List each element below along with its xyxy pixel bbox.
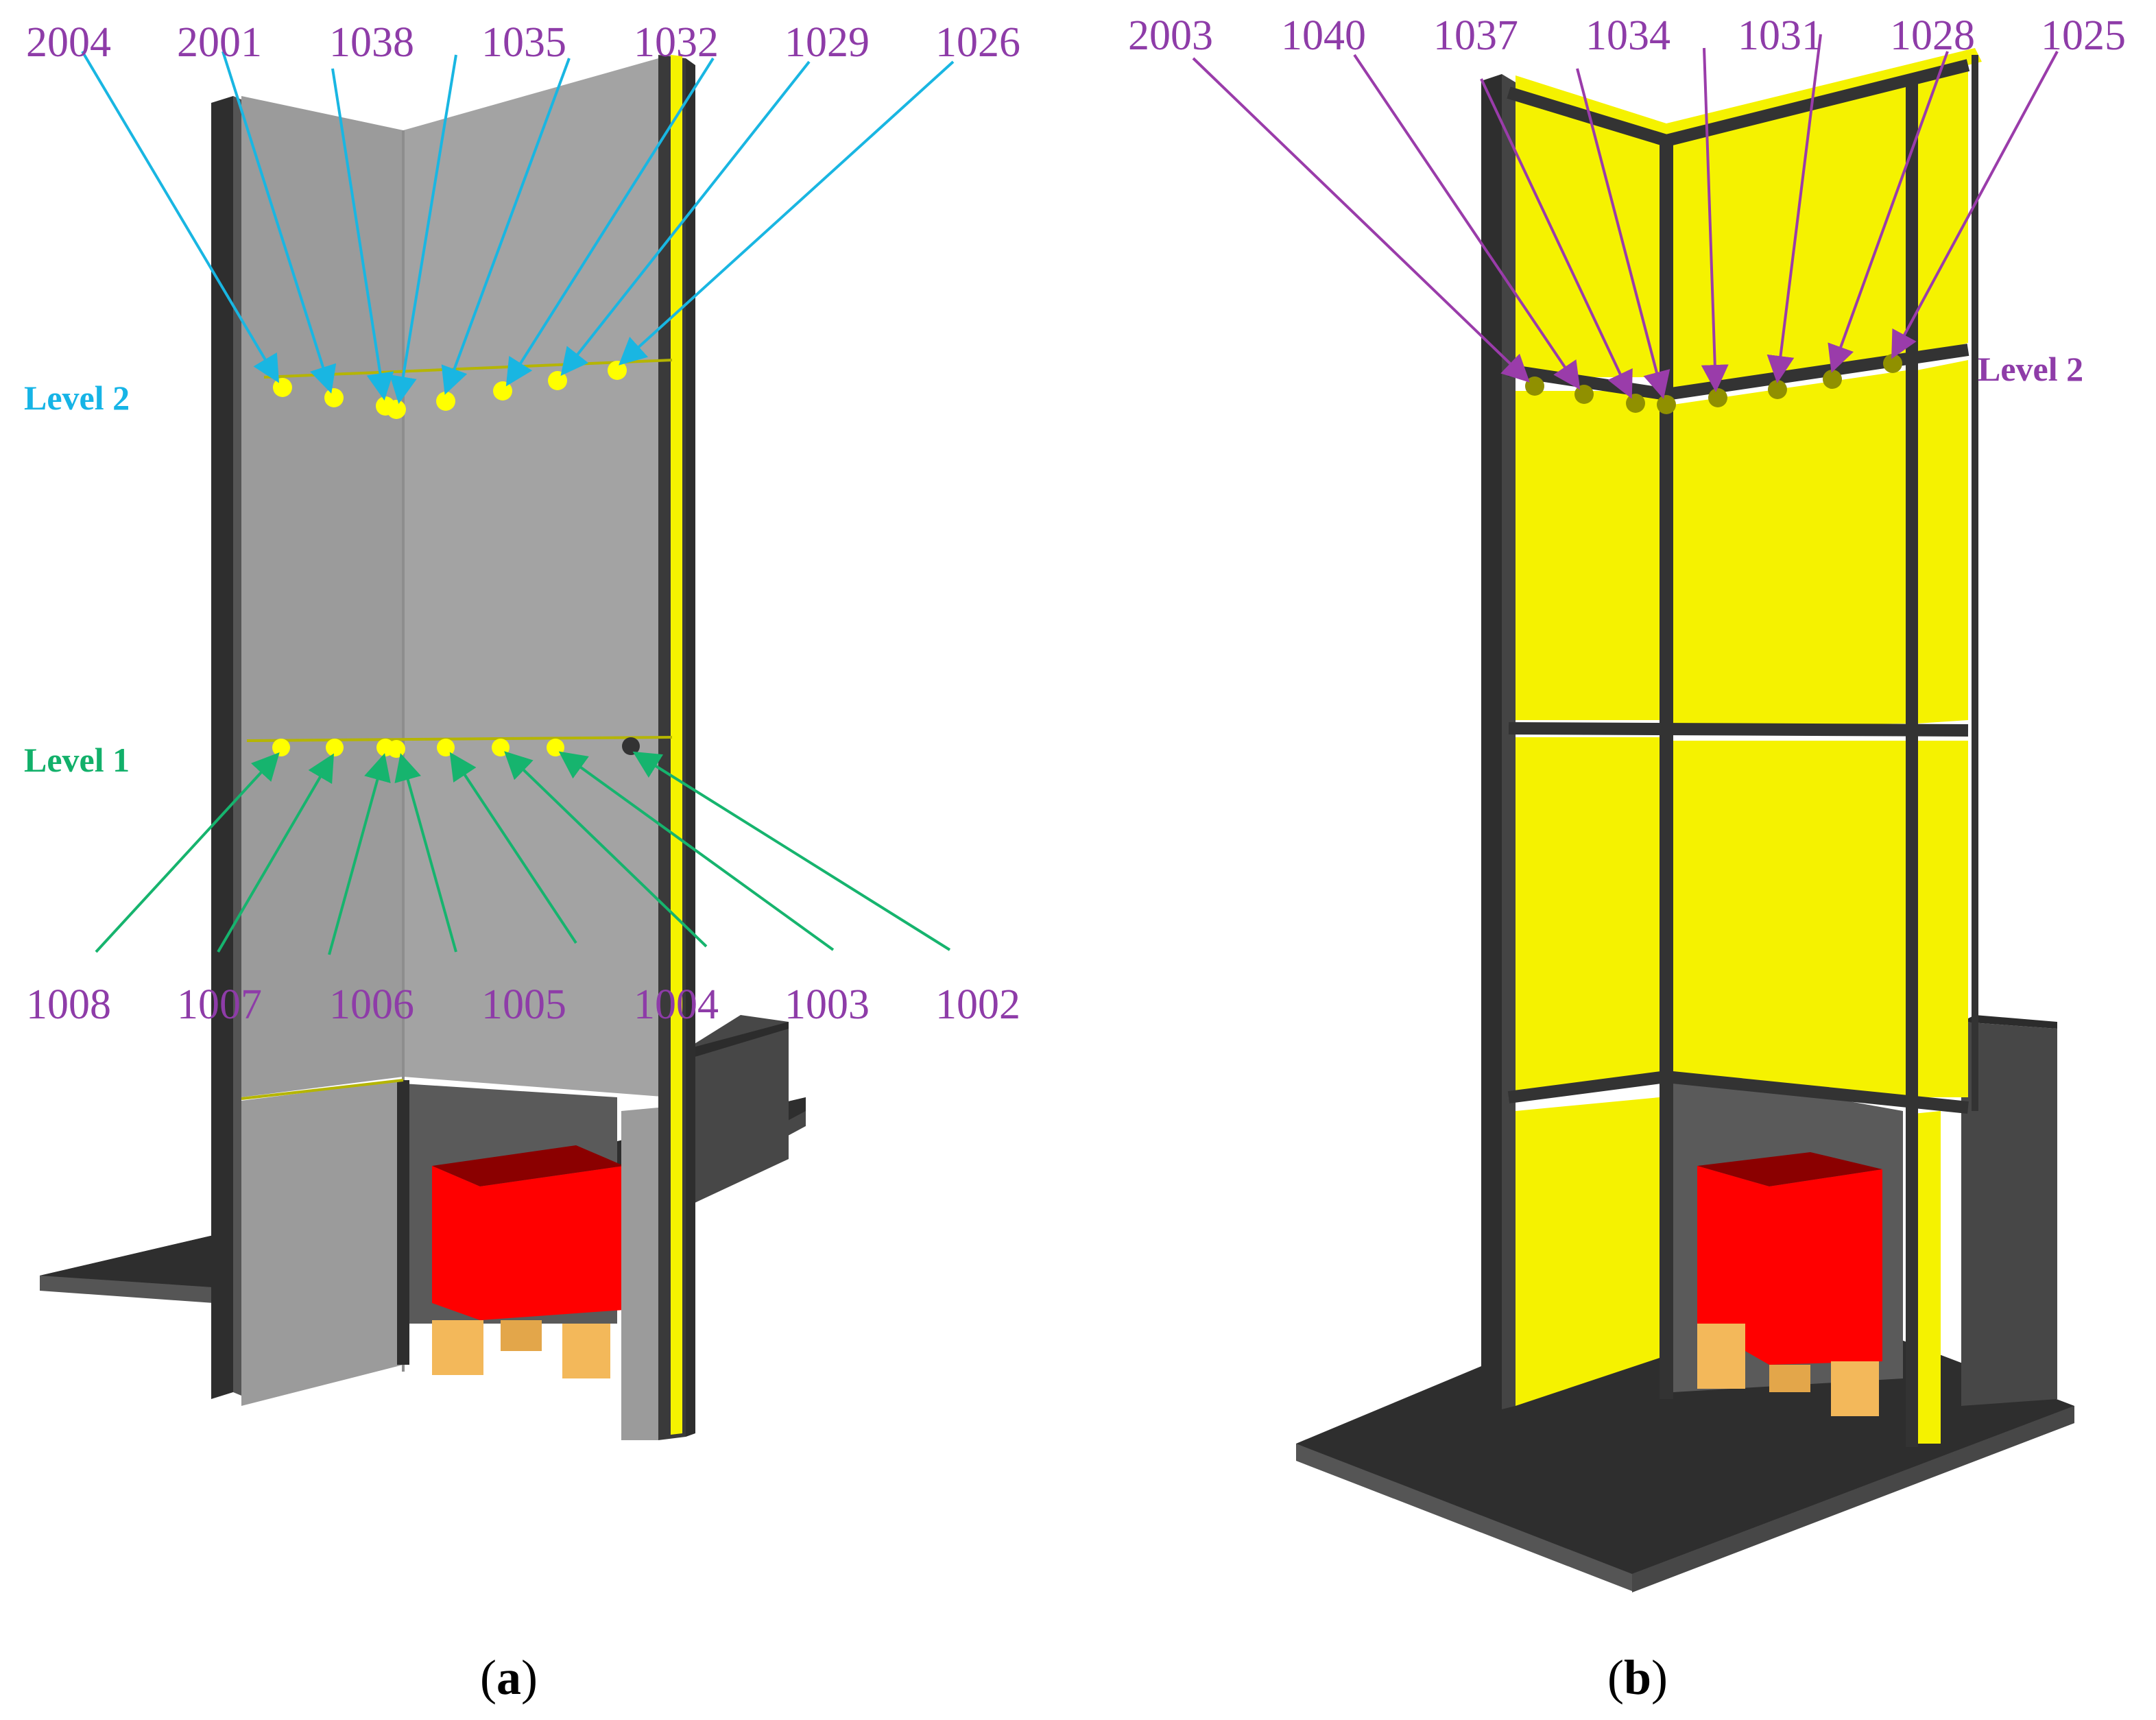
fire-source-a	[432, 1145, 624, 1378]
label-1035: 1035	[481, 19, 566, 66]
label-1026: 1026	[935, 19, 1020, 66]
label-1005: 1005	[481, 981, 566, 1028]
wall-right-a	[403, 55, 671, 1097]
label-1004: 1004	[634, 981, 719, 1028]
label-1028: 1028	[1890, 12, 1975, 59]
caption-letter-a: a	[496, 1650, 521, 1705]
label-1008: 1008	[26, 981, 111, 1028]
level2-label-a: Level 2	[24, 379, 130, 417]
label-1034: 1034	[1585, 12, 1670, 59]
label-1025: 1025	[2041, 12, 2126, 59]
wall-right-b	[1673, 60, 1968, 1444]
label-2004: 2004	[26, 19, 111, 66]
enclosure-b	[1961, 1015, 2057, 1406]
wall-lower-right-a	[621, 1108, 658, 1440]
bottom-labels-a: 1008 1007 1006 1005 1004 1003 1002	[26, 981, 1020, 1028]
level2-label-b: Level 2	[1978, 350, 2083, 388]
label-2003: 2003	[1128, 12, 1213, 59]
caption-b: (b)	[1607, 1650, 1668, 1705]
label-1032: 1032	[634, 19, 719, 66]
label-1037: 1037	[1433, 12, 1518, 59]
level2-arrows-b	[1192, 34, 2059, 399]
left-column-a	[211, 96, 241, 1399]
panel-b: 2003 1040 1037 1034 1031 1028 1025 Level…	[1128, 12, 2126, 1705]
fire-source-b	[1697, 1152, 1882, 1416]
label-1029: 1029	[784, 19, 870, 66]
label-1007: 1007	[177, 981, 262, 1028]
caption-a: (a)	[480, 1650, 538, 1705]
wall-lower-left-a	[241, 1080, 403, 1406]
label-1038: 1038	[329, 19, 414, 66]
label-1002: 1002	[935, 981, 1020, 1028]
label-1003: 1003	[784, 981, 870, 1028]
label-1006: 1006	[329, 981, 414, 1028]
caption-letter-b: b	[1624, 1650, 1651, 1705]
level1-markers-a	[272, 737, 640, 758]
label-2001: 2001	[177, 19, 262, 66]
level1-arrows-a	[95, 751, 951, 955]
enclosure-a	[686, 1015, 789, 1207]
wall-left-a	[241, 96, 403, 1097]
label-1031: 1031	[1738, 12, 1823, 59]
top-cap-b	[1516, 48, 1982, 137]
wall-left-b	[1516, 82, 1660, 1406]
panel-a: 2004 2001 1038 1035 1032 1029 1026 1008 …	[24, 19, 1020, 1705]
label-1040: 1040	[1281, 12, 1366, 59]
level2-arrows-a	[81, 50, 955, 404]
top-labels-b: 2003 1040 1037 1034 1031 1028 1025	[1128, 12, 2126, 59]
top-labels-a: 2004 2001 1038 1035 1032 1029 1026	[26, 19, 1020, 66]
left-column-b	[1481, 74, 1516, 1420]
right-column-a	[658, 55, 695, 1440]
level2-markers-b	[1525, 354, 1902, 414]
level1-label-a: Level 1	[24, 741, 130, 779]
